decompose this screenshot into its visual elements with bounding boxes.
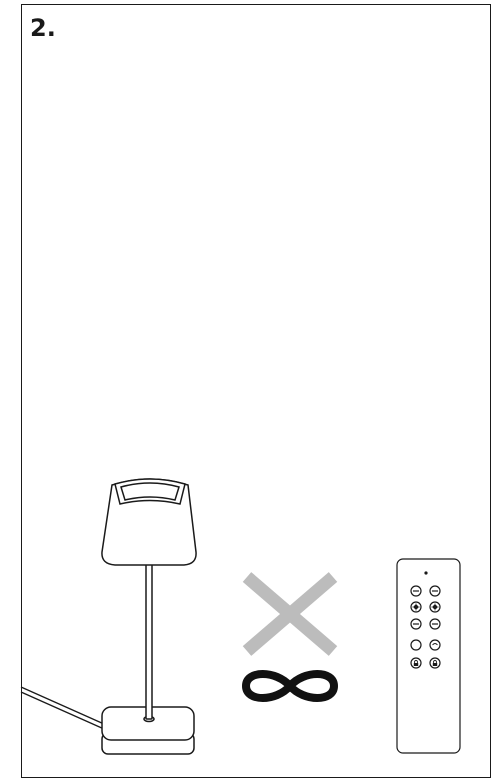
remote-button — [430, 602, 440, 612]
power-cable — [21, 687, 104, 729]
cross-icon — [247, 577, 333, 651]
remote-button — [411, 602, 421, 612]
remote-control-icon — [397, 559, 460, 753]
infinity-icon — [246, 674, 334, 698]
table-lamp-icon — [102, 479, 196, 754]
